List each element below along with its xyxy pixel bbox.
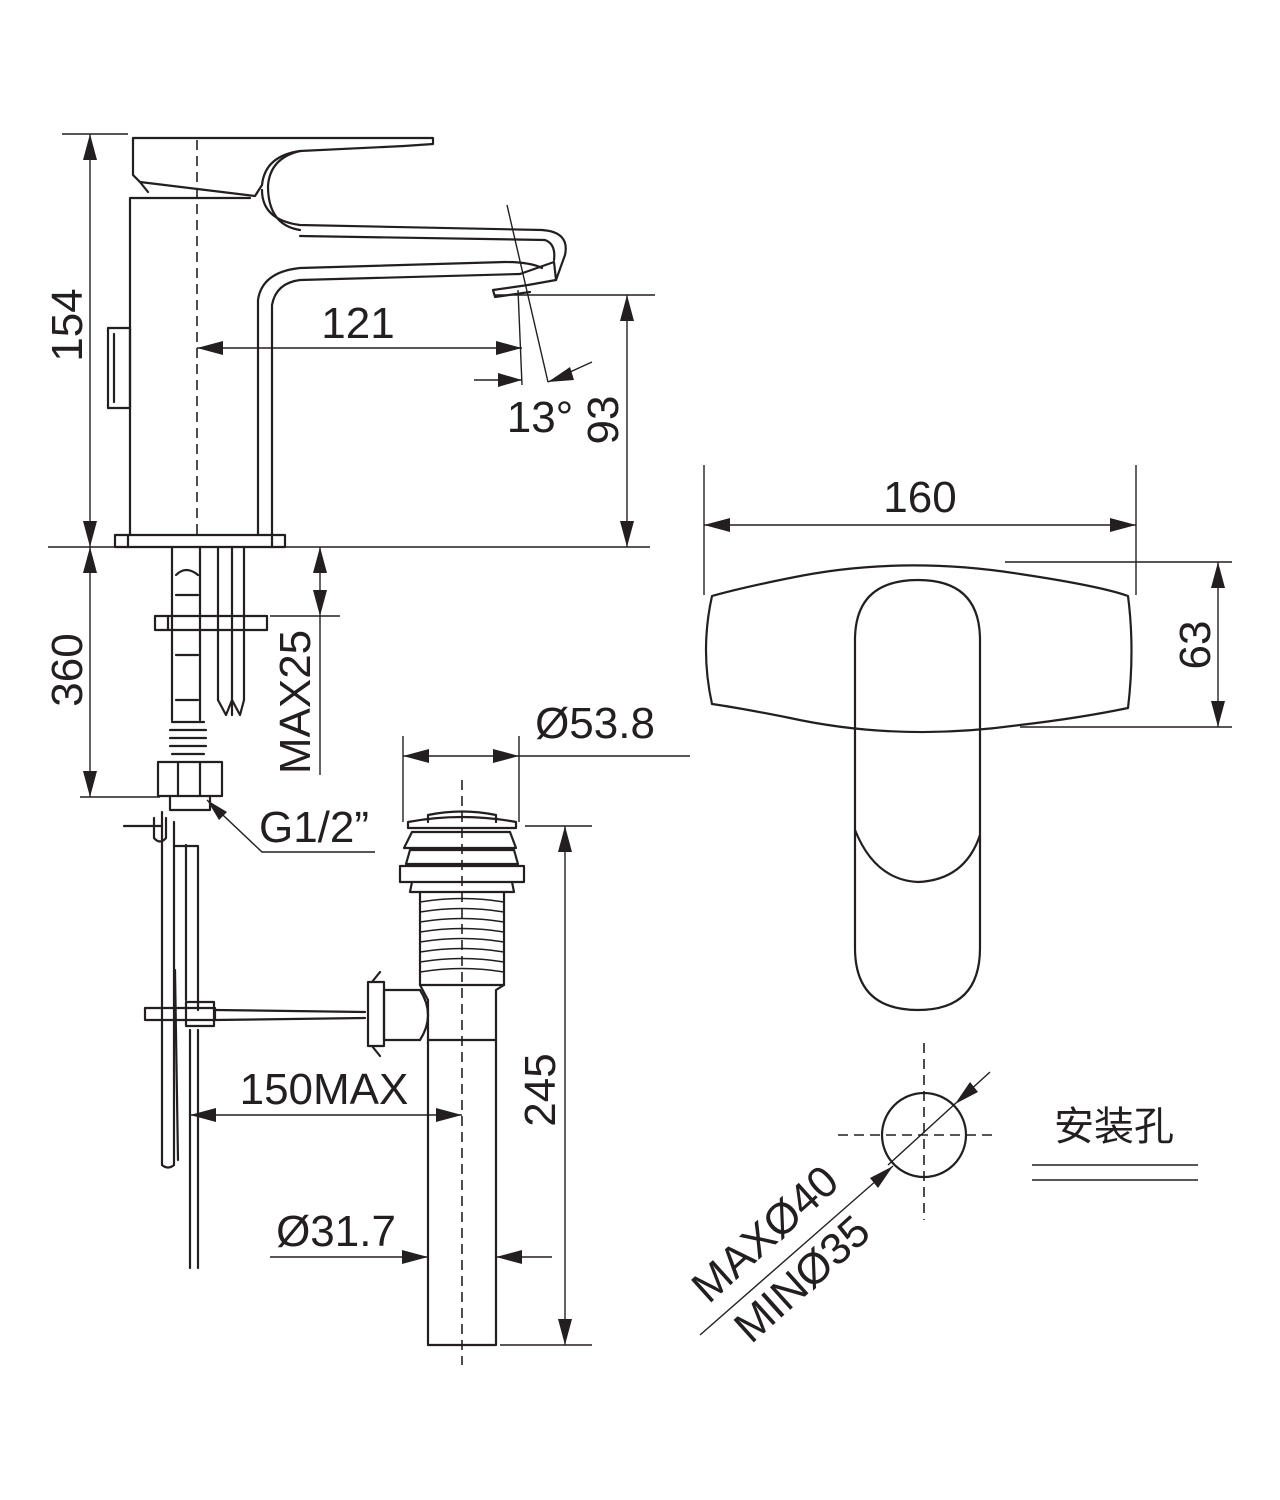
label-install-hole: 安装孔 bbox=[1054, 1104, 1174, 1150]
popup-rod-assembly bbox=[122, 810, 367, 1270]
dim-angle-13: 13° bbox=[507, 393, 574, 442]
faucet-top-view bbox=[704, 564, 1133, 1012]
dim-rod-reach-150max: 150MAX bbox=[240, 1065, 409, 1114]
dim-spout-height-93: 93 bbox=[579, 396, 628, 445]
dim-reach-121: 121 bbox=[321, 299, 394, 348]
dim-thread-g12: G1/2” bbox=[259, 803, 369, 852]
dim-depth-63: 63 bbox=[1171, 621, 1220, 670]
dim-width-160: 160 bbox=[883, 473, 956, 522]
installation-hole-symbol bbox=[699, 1043, 1198, 1336]
dimension-lines bbox=[62, 133, 690, 1346]
dim-pipe-dia: Ø31.7 bbox=[276, 1207, 396, 1256]
dim-deck-max25: MAX25 bbox=[271, 630, 320, 774]
dim-waste-head-dia: Ø53.8 bbox=[535, 699, 655, 748]
shank-assembly bbox=[153, 545, 269, 812]
dim-below-deck-360: 360 bbox=[43, 633, 92, 706]
dim-waste-length-245: 245 bbox=[516, 1053, 565, 1126]
top-view-dimensions bbox=[703, 465, 1232, 728]
dim-height-154: 154 bbox=[43, 288, 92, 361]
